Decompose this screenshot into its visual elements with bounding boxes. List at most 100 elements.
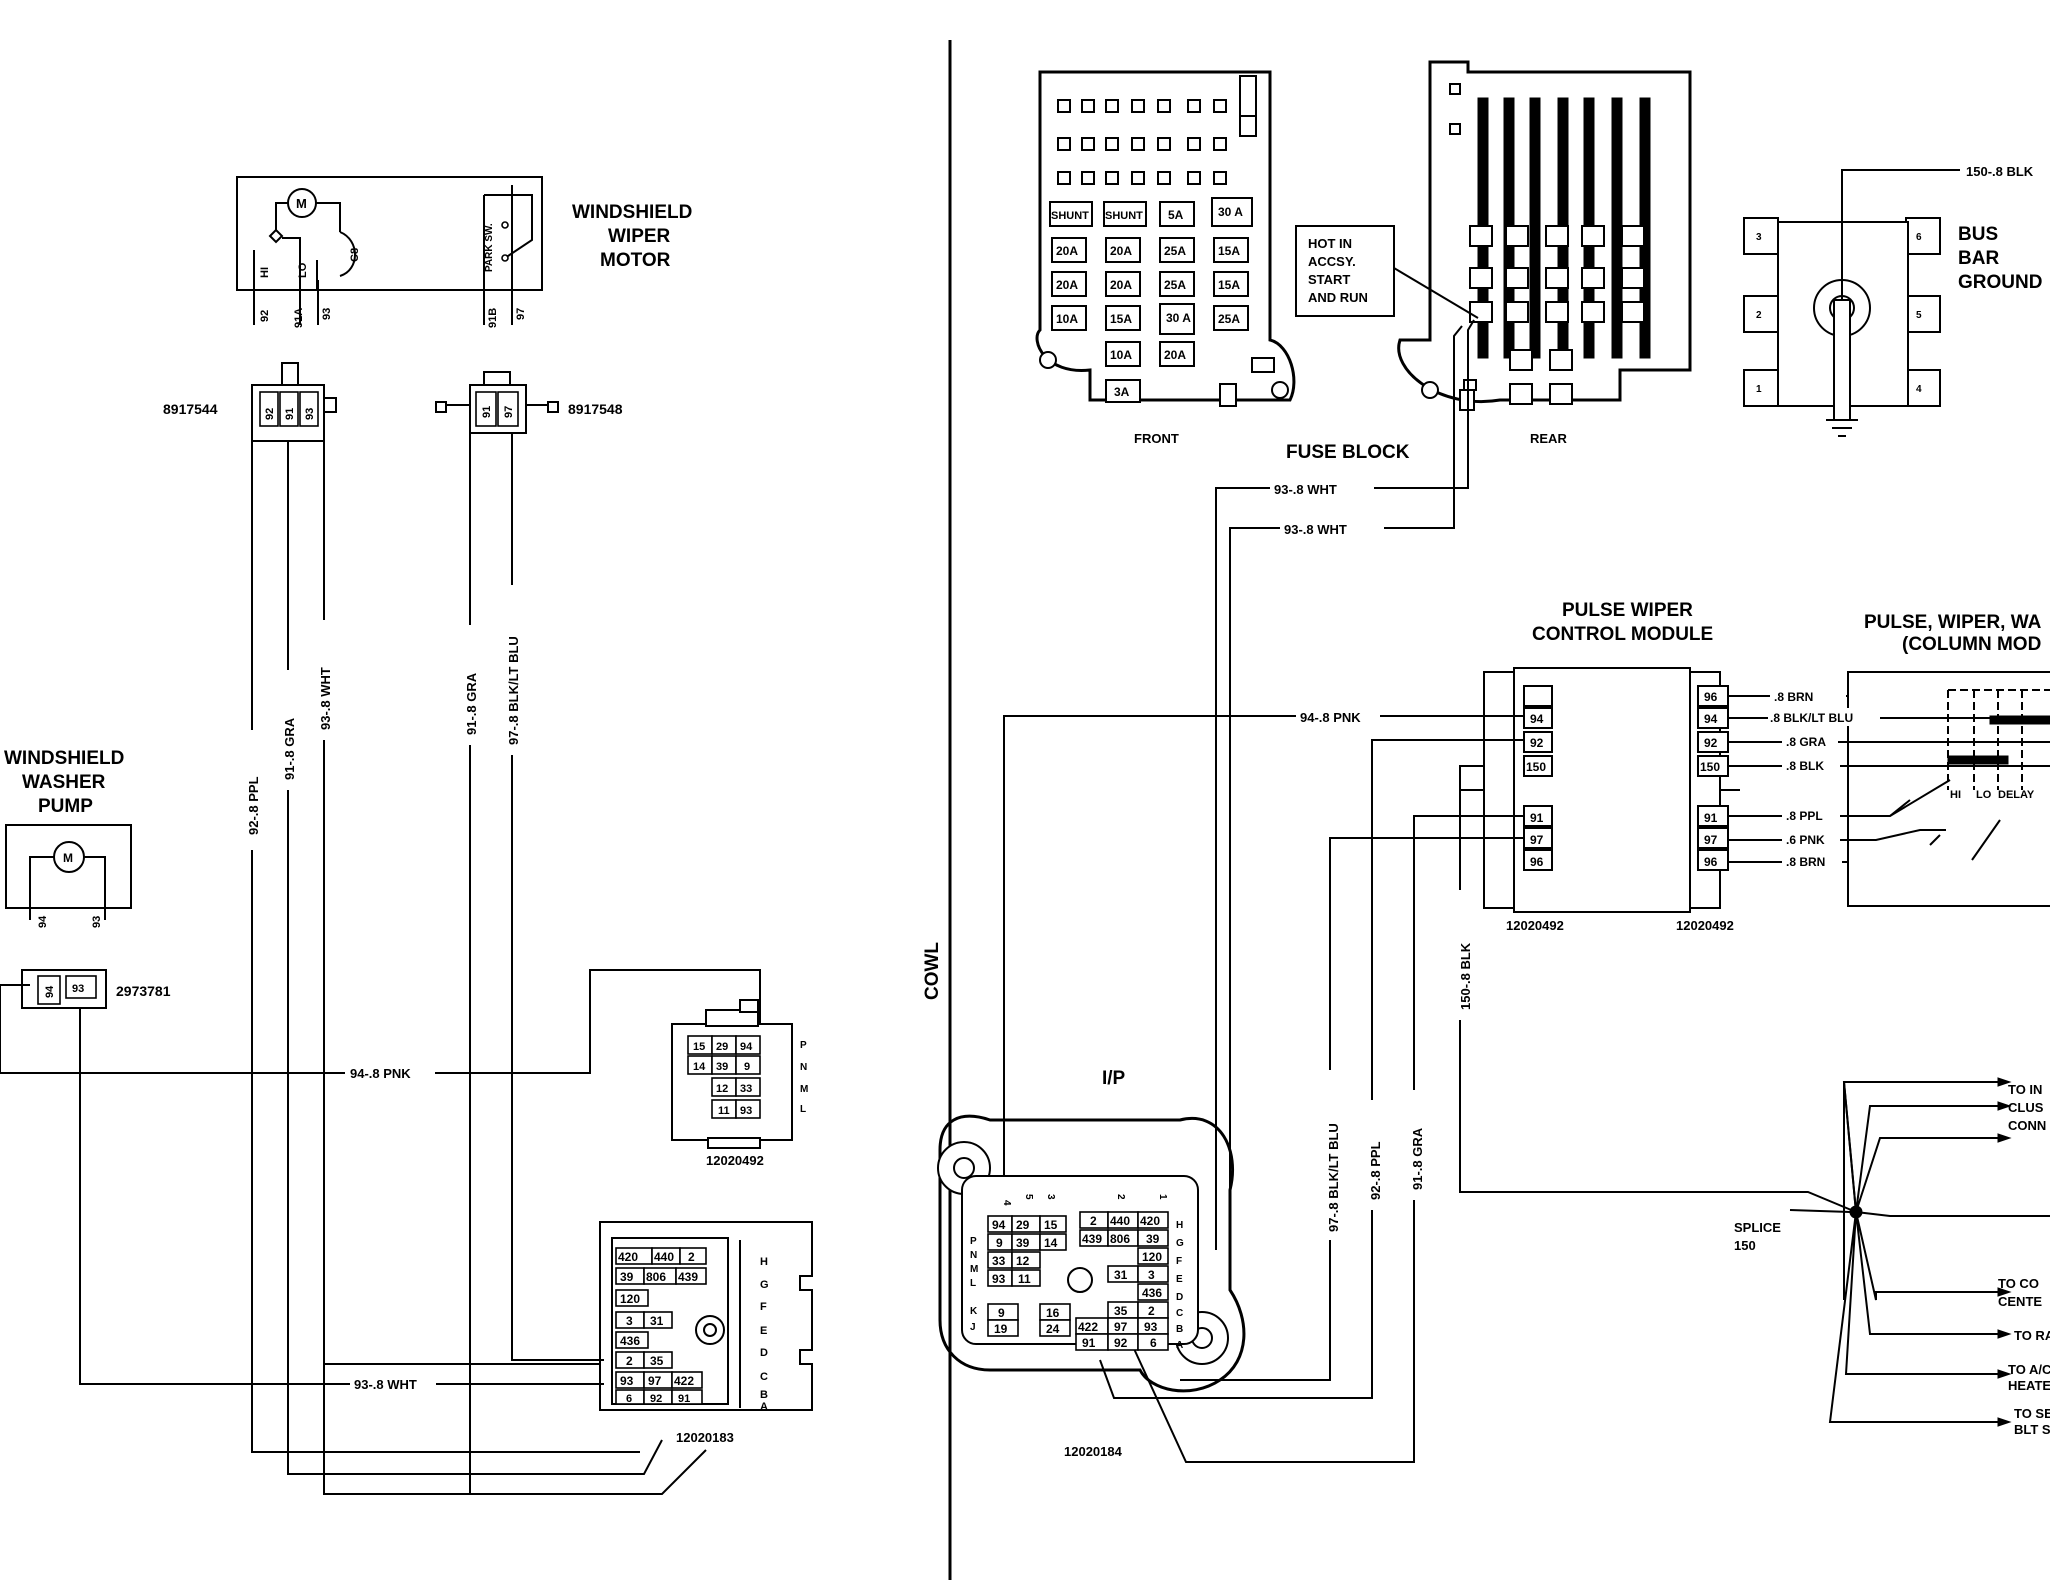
pulse-wiper-module: PULSE WIPER CONTROL MODULE 94 92 150 91 … [1459, 600, 1740, 933]
ip-left-pin-39: 39 [1016, 1236, 1030, 1250]
ip-right-letter-f: F [1176, 1256, 1182, 1267]
module-left-part: 12020492 [1506, 918, 1564, 933]
fuse-5a: 5A [1168, 208, 1184, 222]
washer-pump-title-1: WINDSHIELD [4, 748, 124, 769]
sc-letter-p: P [800, 1040, 807, 1051]
label-92-ppl: 92-.8 PPL [246, 776, 261, 835]
wiper-motor-title-3: MOTOR [600, 250, 671, 271]
cowl-letter-e: E [760, 1325, 767, 1337]
ip-top-3: 3 [1045, 1194, 1056, 1200]
cowl-pin-439: 439 [678, 1270, 698, 1284]
ip-right-letter-a: A [1176, 1340, 1183, 1351]
cowl-pin-6: 6 [626, 1393, 632, 1405]
bus-terminal-5: 5 [1916, 310, 1922, 321]
cowl-conn-outline [599, 1221, 813, 1411]
fuse-20a-2: 20A [1110, 244, 1132, 258]
ip-letter-p: P [970, 1236, 977, 1247]
label-150-blk-top: 150-.8 BLK [1966, 164, 2034, 179]
motor-pin-91b: 91B [487, 308, 499, 328]
cowl-letter-f: F [760, 1301, 767, 1313]
ip-right-pin-2: 2 [1090, 1214, 1097, 1228]
ip-right-letter-d: D [1176, 1292, 1183, 1303]
fuse-to-ip-wires: 93-.8 WHT 93-.8 WHT [1215, 319, 1475, 1250]
wire-150-blk [1459, 765, 1857, 1213]
fuse-block-title: FUSE BLOCK [1286, 442, 1410, 463]
ip-right-pin-436: 436 [1142, 1286, 1162, 1300]
washer-pump: WINDSHIELD WASHER PUMP M 94 93 94 93 297… [0, 748, 761, 1392]
fuse-shunt-2: SHUNT [1105, 210, 1143, 222]
ip-conn-outline [938, 1114, 1246, 1393]
bus-terminal-6: 6 [1916, 232, 1922, 243]
cowl-label: COWL [922, 942, 943, 1000]
motor-connector-left: 92 91 93 8917544 [163, 362, 337, 442]
cowl-letter-d: D [760, 1347, 768, 1359]
small-connector: 15 29 94 14 39 9 12 33 11 93 P N M L 120… [671, 999, 808, 1168]
mod-left-pin-97: 97 [1530, 833, 1544, 847]
cowl-conn-part: 12020183 [676, 1430, 734, 1445]
cowl-pin-420: 420 [618, 1250, 638, 1264]
dest-center-2: CENTE [1998, 1294, 2042, 1309]
motor-conn-left-pin-92: 92 [264, 408, 276, 420]
cowl-letter-h: H [760, 1256, 768, 1268]
ip-letter-j: J [970, 1322, 976, 1333]
ip-right-pin-39: 39 [1146, 1232, 1160, 1246]
washer-pump-title-3: PUMP [38, 796, 93, 817]
cowl-connector: H G F E D C B A 420 440 2 39 806 439 120… [599, 1221, 813, 1445]
hot-note-2: ACCSY. [1308, 254, 1356, 269]
pump-pin-93: 93 [91, 916, 103, 928]
label-92-ppl-r: 92-.8 PPL [1368, 1141, 1383, 1200]
ip-right-pin-422: 422 [1078, 1320, 1098, 1334]
fuse-block-rear: REAR [1397, 60, 1692, 446]
fuse-front-label: FRONT [1134, 431, 1179, 446]
ip-left-pin-16: 16 [1046, 1306, 1060, 1320]
cowl-pin-440: 440 [654, 1250, 674, 1264]
ip-right-pin-420: 420 [1140, 1214, 1160, 1228]
cowl-pin-93: 93 [620, 1374, 634, 1388]
module-right-part: 12020492 [1676, 918, 1734, 933]
ip-right-pin-2b: 2 [1148, 1304, 1155, 1318]
ip-right-pin-91: 91 [1082, 1336, 1096, 1350]
ip-right-pin-35: 35 [1114, 1304, 1128, 1318]
fuse-15a-3: 15A [1110, 312, 1132, 326]
ip-left-pin-94: 94 [992, 1218, 1006, 1232]
label-91-gra: 91-.8 GRA [282, 717, 297, 780]
splice-label-2: 150 [1734, 1238, 1756, 1253]
mod-right-pin-96b: 96 [1704, 855, 1718, 869]
hot-note-3: START [1308, 272, 1350, 287]
ip-left-pin-93: 93 [992, 1272, 1006, 1286]
column-switch-hi: HI [1950, 789, 1961, 801]
ip-letter-k: K [970, 1306, 978, 1317]
fuse-front-outline [1035, 70, 1296, 402]
mod-right-pin-150: 150 [1700, 760, 1720, 774]
col-wire-pnk: .6 PNK [1786, 833, 1825, 847]
pulse-module-title-1: PULSE WIPER [1562, 600, 1693, 621]
sc-letter-n: N [800, 1062, 807, 1073]
cowl-pin-3: 3 [626, 1314, 633, 1328]
ip-right-pin-3: 3 [1148, 1268, 1155, 1282]
sc-pin-93: 93 [740, 1105, 752, 1117]
column-switch-delay: DELAY [1998, 789, 2035, 801]
wire-97-blk-lt-blu [511, 432, 604, 1361]
wiper-motor: M HI LO C8 PARK SW. 92 91A 93 91B 97 WIN… [236, 176, 692, 328]
dest-inst-2: CLUS [2008, 1100, 2044, 1115]
fuse-10a-2: 10A [1110, 348, 1132, 362]
mod-right-pin-97: 97 [1704, 833, 1718, 847]
bus-bar-title-1: BUS [1958, 224, 1998, 245]
fuse-20a-3: 20A [1056, 278, 1078, 292]
cowl-pin-35: 35 [650, 1354, 664, 1368]
column-module: PULSE, WIPER, WA (COLUMN MOD HI LO DELAY… [1728, 612, 2050, 907]
motor-terminal-hi: HI [259, 267, 271, 278]
ip-right-pin-6: 6 [1150, 1336, 1157, 1350]
ip-right-letter-h: H [1176, 1220, 1183, 1231]
bus-bar-title-2: BAR [1958, 248, 1999, 269]
cowl-pin-2: 2 [688, 1250, 695, 1264]
label-91-gra-right: 91-.8 GRA [464, 672, 479, 735]
ip-letter-m: M [970, 1264, 978, 1275]
motor-pin-91a: 91A [293, 308, 305, 328]
cowl-pin-436: 436 [620, 1334, 640, 1348]
bus-terminal-2: 2 [1756, 310, 1762, 321]
pulse-module-title-2: CONTROL MODULE [1532, 624, 1713, 645]
mod-right-pin-94: 94 [1704, 712, 1718, 726]
washer-pump-title-2: WASHER [22, 772, 106, 793]
